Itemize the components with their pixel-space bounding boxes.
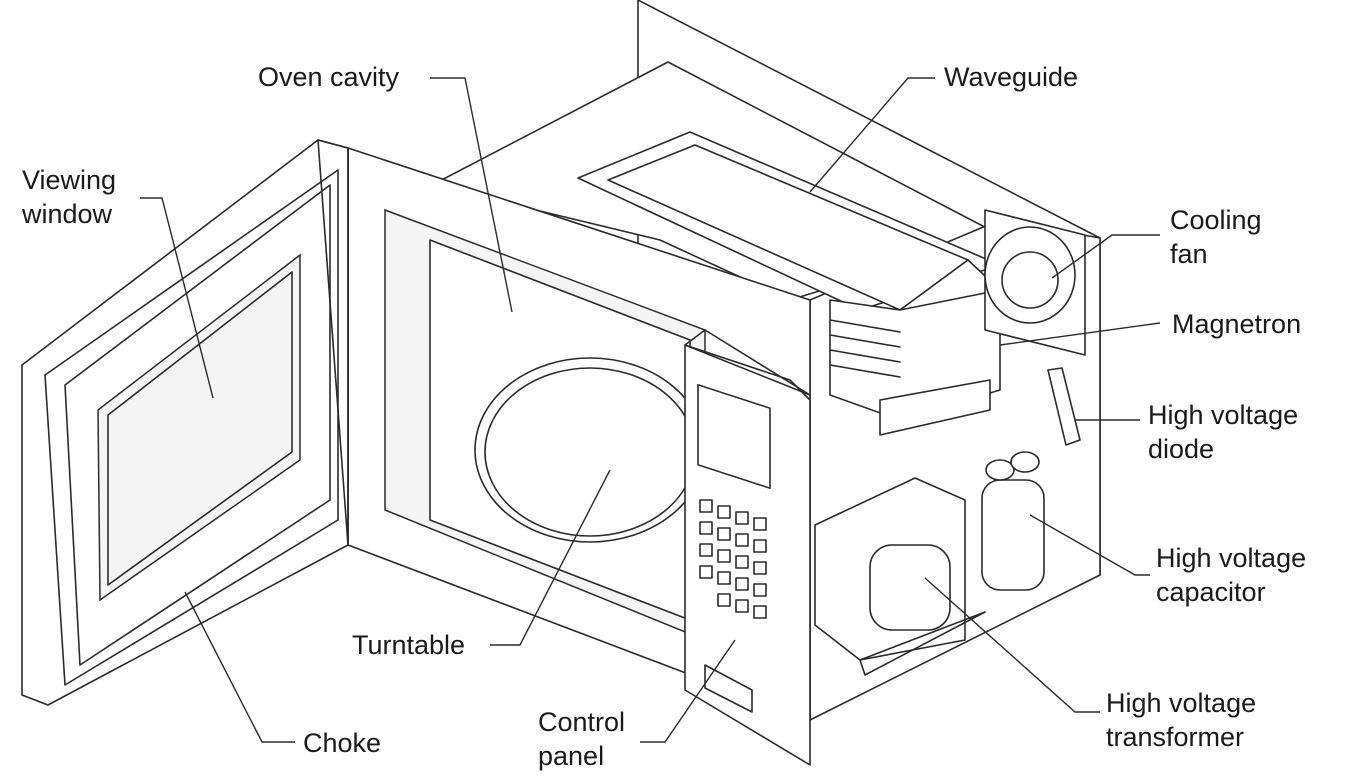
leader-lines — [140, 77, 1161, 743]
label-choke: Choke — [303, 728, 382, 758]
hv-transformer — [814, 477, 986, 676]
label-magnetron: Magnetron — [1172, 309, 1302, 339]
door-inner-frame — [44, 169, 339, 686]
turntable — [474, 357, 706, 543]
viewing-window — [97, 253, 301, 602]
choke-seal — [64, 184, 331, 666]
door-edge — [317, 139, 349, 546]
viewing-window-inner — [107, 271, 293, 586]
hv-capacitor — [981, 451, 1045, 591]
label-waveguide: Waveguide — [944, 62, 1079, 92]
cooling-fan — [984, 209, 1086, 356]
magnetron — [829, 289, 1001, 436]
door-release-button — [704, 664, 753, 713]
hv-diode — [1047, 367, 1081, 446]
control-display — [697, 383, 771, 490]
control-panel-side — [684, 329, 811, 396]
keypad — [699, 499, 767, 619]
label-turntable: Turntable — [352, 630, 466, 660]
label-oven-cavity: Oven cavity — [258, 62, 400, 92]
